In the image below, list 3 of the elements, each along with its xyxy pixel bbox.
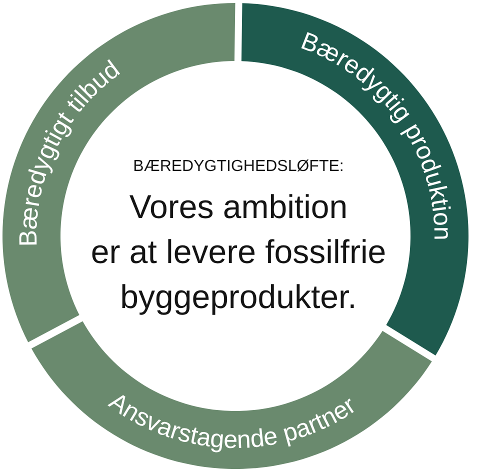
ring-segment <box>31 321 432 469</box>
statement-text: Vores ambition er at levere fossilfrie byggeprodukter. <box>90 187 388 317</box>
heading: BÆREDYGTIGHEDSLØFTE: <box>133 158 344 176</box>
